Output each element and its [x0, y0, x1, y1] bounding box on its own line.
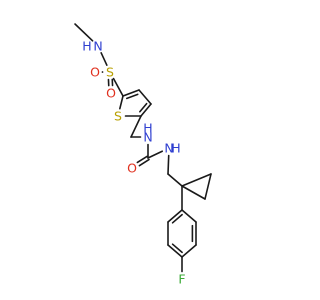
atom-label-s1: S: [106, 65, 114, 80]
bond-cq-cpa: [181, 173, 212, 187]
bond-cu-o3-b: [138, 158, 150, 167]
atom-label-n1: N: [93, 39, 102, 54]
bond-a6-a1: [181, 209, 197, 223]
bond-me-n1: [74, 23, 94, 42]
bond-cu-n3: [147, 150, 164, 159]
bond-a1-a2: [167, 209, 183, 223]
bond-a1-a2-inner: [171, 213, 183, 224]
bond-a3-a4: [167, 244, 183, 258]
bond-s1-c2: [112, 77, 124, 97]
bond-cpa-cpb: [204, 173, 212, 200]
bond-cq-cpb: [181, 185, 206, 200]
atom-label-o1: O: [90, 65, 100, 80]
bond-c5-ch2a: [130, 115, 142, 138]
bond-a4-a5: [181, 244, 197, 258]
atom-label-o3: O: [127, 161, 137, 176]
atom-label-h3: H: [171, 141, 180, 156]
bond-n1-s1: [100, 52, 108, 66]
atom-label-s2: S: [114, 109, 122, 124]
atom-label-n2: N: [143, 130, 152, 145]
bond-s2-c2: [119, 95, 124, 110]
atom-label-o2: O: [106, 86, 116, 101]
bond-c3-c4: [138, 89, 152, 105]
bonds-layer: [74, 23, 212, 273]
atom-label-f1: F: [178, 272, 185, 287]
atom-label-h2: H: [143, 121, 152, 136]
bond-cu-o3-a: [136, 155, 148, 164]
bond-c4-c5: [140, 103, 152, 117]
bond-c2-c3: [122, 89, 140, 97]
atom-label-n3: N: [164, 141, 173, 156]
bond-c2-c3-inner: [126, 93, 139, 100]
bond-n3-ch2b: [167, 154, 170, 175]
bond-a3-a4-inner: [171, 243, 183, 254]
bond-ch2b-cq: [167, 173, 183, 187]
bond-c4-c5-inner: [139, 102, 148, 113]
atom-label-h1: H: [82, 39, 91, 54]
